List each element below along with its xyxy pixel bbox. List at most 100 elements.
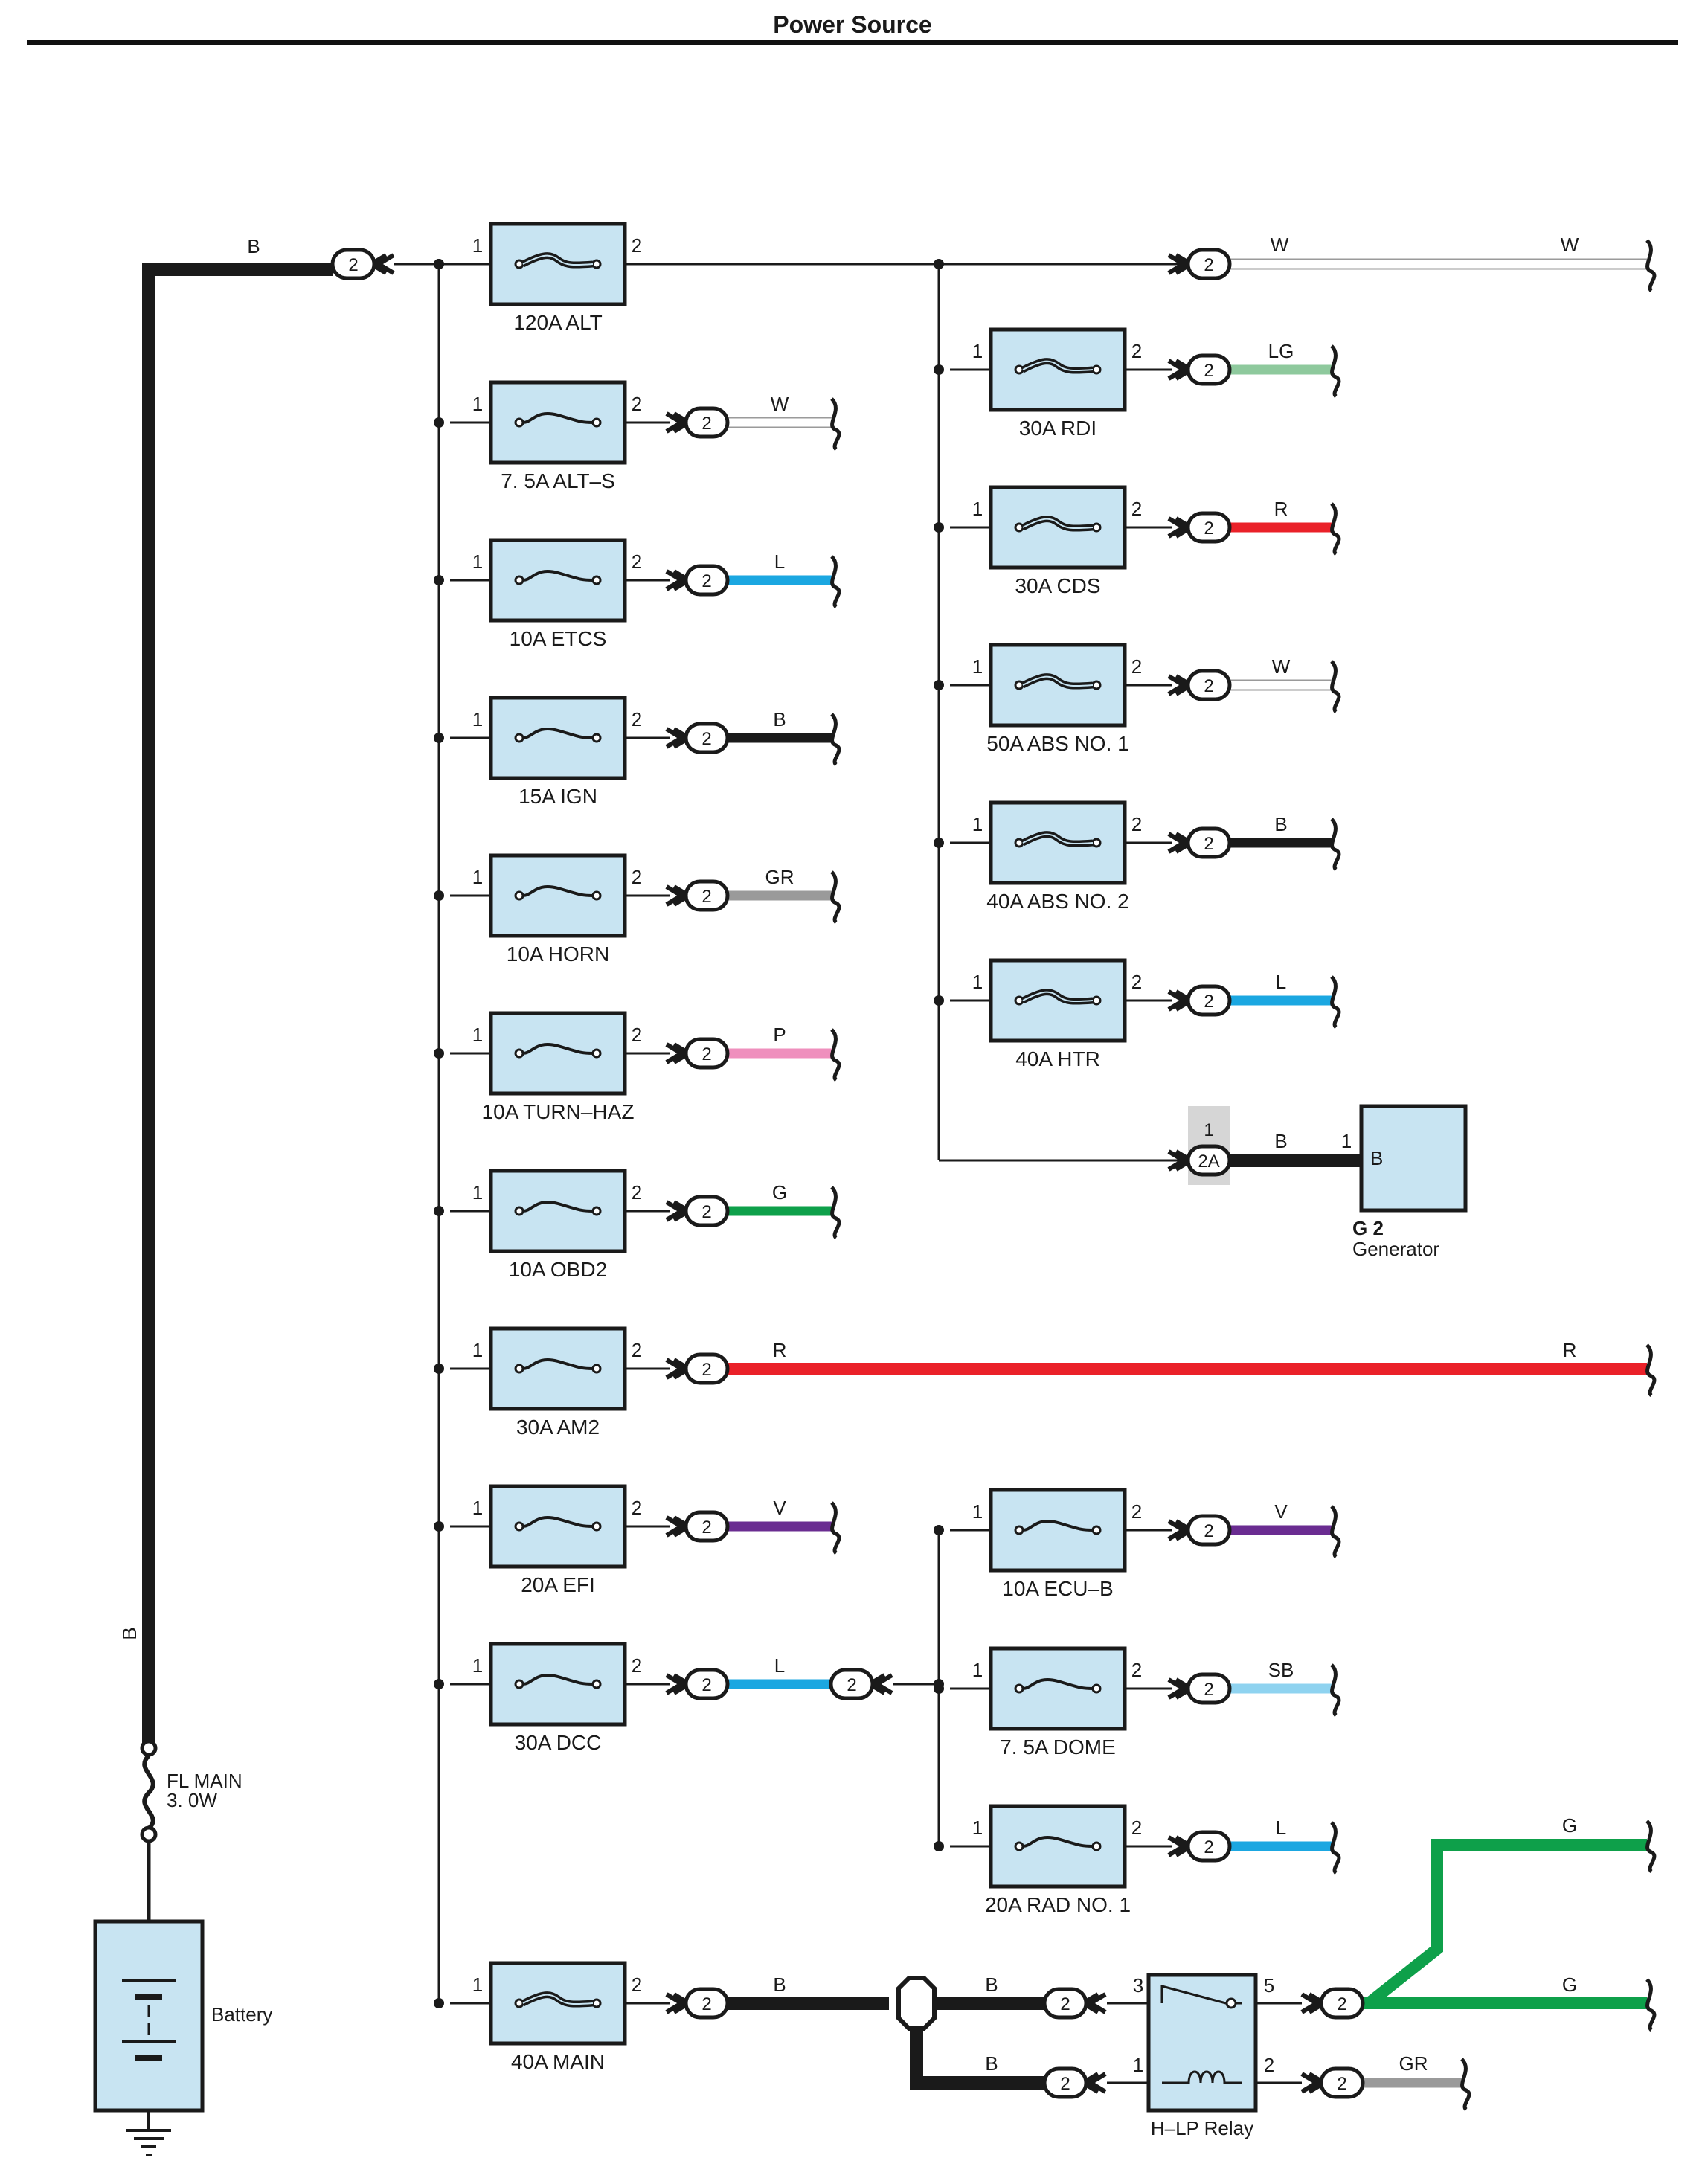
fuse-10a-horn-term-a: [514, 890, 524, 901]
generator-terminal: B: [1370, 1147, 1383, 1169]
main-junction-connector: 2: [330, 248, 395, 280]
fuse-10a-turn-haz-box: [489, 1011, 627, 1096]
fuse-10a-obd2-box: [489, 1169, 627, 1253]
fuse-10a-horn-box: [489, 853, 627, 938]
relay-coil: [1162, 2070, 1242, 2084]
fuse-20a-rad-no1-bus-node: [934, 1841, 944, 1851]
fuse-15a-ign-wire-label: B: [773, 708, 786, 730]
fuse-15a-ign-wire-end: [830, 713, 841, 766]
fuse-120a-alt-element-core: [522, 254, 594, 266]
fuse-30a-dcc-wire-label: L: [774, 1654, 785, 1677]
fuse-7-5a-dome-connector: 2: [1167, 1672, 1232, 1705]
fuse-120a-alt-term-b: [591, 259, 602, 269]
fuse-10a-horn-element: [522, 885, 594, 897]
fuse-30a-cds-connector: 2: [1167, 511, 1232, 544]
fuse-20a-rad-no1-pin-in: 1: [972, 1817, 983, 1839]
fuse-10a-turn-haz-term-b: [591, 1048, 602, 1059]
fuse-30a-dcc-connector-2-pill: [829, 1668, 875, 1700]
fuse-20a-rad-no1-wire-end: [1330, 1821, 1341, 1875]
fuse-40a-htr-label: 40A HTR: [1015, 1047, 1100, 1070]
fuse-40a-htr-box: [989, 958, 1127, 1043]
fuse-50a-abs-no1-term-b: [1091, 680, 1102, 690]
relay-contact: [1225, 1997, 1237, 2009]
fuse-20a-rad-no1-box: [989, 1804, 1127, 1889]
fuse-30a-cds-bus-node: [934, 522, 944, 533]
fuse-30a-cds-connector-number: 2: [1204, 518, 1213, 539]
fuse-30a-rdi-pin-in: 1: [972, 340, 983, 362]
relay-out5-wire-b-end: [1645, 1978, 1657, 2032]
generator-connector: 2A: [1167, 1144, 1232, 1177]
fuse-30a-am2-bus-node: [434, 1364, 444, 1374]
fuse-10a-horn-connector-pill: [684, 879, 730, 912]
fuse-40a-abs-no2-connector: 2: [1167, 826, 1232, 859]
fuse-40a-htr-pin-out: 2: [1131, 971, 1142, 993]
fuse-20a-efi-wire-label: V: [773, 1497, 786, 1519]
fuse-20a-efi-term-a: [514, 1521, 524, 1532]
fuse-10a-etcs-pin-in: 1: [472, 550, 483, 573]
fuse-40a-main-pin-out: 2: [632, 1973, 642, 1996]
fuse-10a-ecu-b-pin-out: 2: [1131, 1500, 1142, 1523]
fuse-15a-ign-label: 15A IGN: [518, 785, 597, 808]
fuse-15a-ign-term-b: [591, 733, 602, 743]
fuse-10a-horn-bus-node: [434, 890, 444, 901]
fuse-30a-rdi-connector-pill: [1186, 353, 1232, 386]
fuse-30a-dcc-label: 30A DCC: [515, 1731, 602, 1754]
fuse-10a-obd2-connector: 2: [665, 1195, 730, 1227]
fuse-10a-turn-haz-wire-end: [830, 1028, 841, 1082]
relay-in-top-connector: 2: [1042, 1987, 1107, 2020]
relay-out5-connector-number: 2: [1337, 1994, 1346, 2014]
relay-in-bottom-wire-label: B: [985, 2052, 998, 2075]
fuse-50a-abs-no1-label: 50A ABS NO. 1: [986, 732, 1128, 755]
fuse-10a-obd2-label: 10A OBD2: [509, 1258, 607, 1281]
relay-in-top-connector-number: 2: [1060, 1994, 1070, 2014]
fuse-10a-obd2-term-b: [591, 1206, 602, 1216]
fuse-30a-am2-connector-number: 2: [701, 1360, 711, 1380]
generator-connector-pill: [1186, 1144, 1232, 1177]
fuse-10a-obd2-wire-label: G: [772, 1181, 787, 1204]
fuse-50a-abs-no1-pin-in: 1: [972, 655, 983, 678]
top-wire-label-end: W: [1561, 234, 1579, 256]
fuse-40a-abs-no2-pin-in: 1: [972, 813, 983, 835]
fuse-20a-efi-label: 20A EFI: [521, 1573, 595, 1596]
fuse-7-5a-alt-s-term-a: [514, 417, 524, 428]
relay-in-bottom-wire: [910, 2029, 1045, 2090]
fuse-20a-rad-no1-term-a: [1014, 1841, 1024, 1851]
fuse-30a-am2-term-a: [514, 1364, 524, 1374]
fuse-50a-abs-no1-wire: [1230, 679, 1332, 691]
top-wire: [1230, 258, 1647, 270]
fuse-10a-obd2-pin-out: 2: [632, 1181, 642, 1204]
fuse-30a-rdi-bus-node: [934, 364, 944, 375]
fuse-10a-turn-haz-connector: 2: [665, 1037, 730, 1070]
fuse-10a-turn-haz-connector-number: 2: [701, 1044, 711, 1064]
top-wire-connector: 2: [1167, 248, 1232, 280]
main-splice: [896, 1976, 937, 2031]
fuse-15a-ign-connector-pill: [684, 722, 730, 754]
fuse-20a-efi-connector-number: 2: [701, 1517, 711, 1538]
fuse-50a-abs-no1-pin-out: 2: [1131, 655, 1142, 678]
relay-pin-2: 2: [1264, 2054, 1274, 2076]
fuse-40a-main-connector: 2: [665, 1987, 730, 2020]
dcc-bus-node: [934, 1679, 944, 1689]
fuse-20a-rad-no1-connector: 2: [1167, 1830, 1232, 1863]
fuse-30a-dcc-pin-in: 1: [472, 1654, 483, 1677]
fuse-7-5a-alt-s-bus-node: [434, 417, 444, 428]
fuse-40a-main-pin-in: 1: [472, 1973, 483, 1996]
fuse-40a-main-bus-node: [434, 1998, 444, 2008]
fuse-30a-dcc-term-b: [591, 1679, 602, 1689]
fuse-40a-main-element-core: [522, 1994, 594, 2005]
fuse-40a-htr-element-core: [1022, 991, 1094, 1003]
fuse-7-5a-dome-term-a: [1014, 1683, 1024, 1694]
fuse-120a-alt-pin-in: 1: [472, 234, 483, 257]
fuse-15a-ign-box: [489, 696, 627, 780]
fuse-40a-abs-no2-wire-end: [1330, 818, 1341, 871]
fuse-20a-rad-no1-element: [1022, 1836, 1094, 1848]
fuse-40a-htr-connector-number: 2: [1204, 992, 1213, 1012]
